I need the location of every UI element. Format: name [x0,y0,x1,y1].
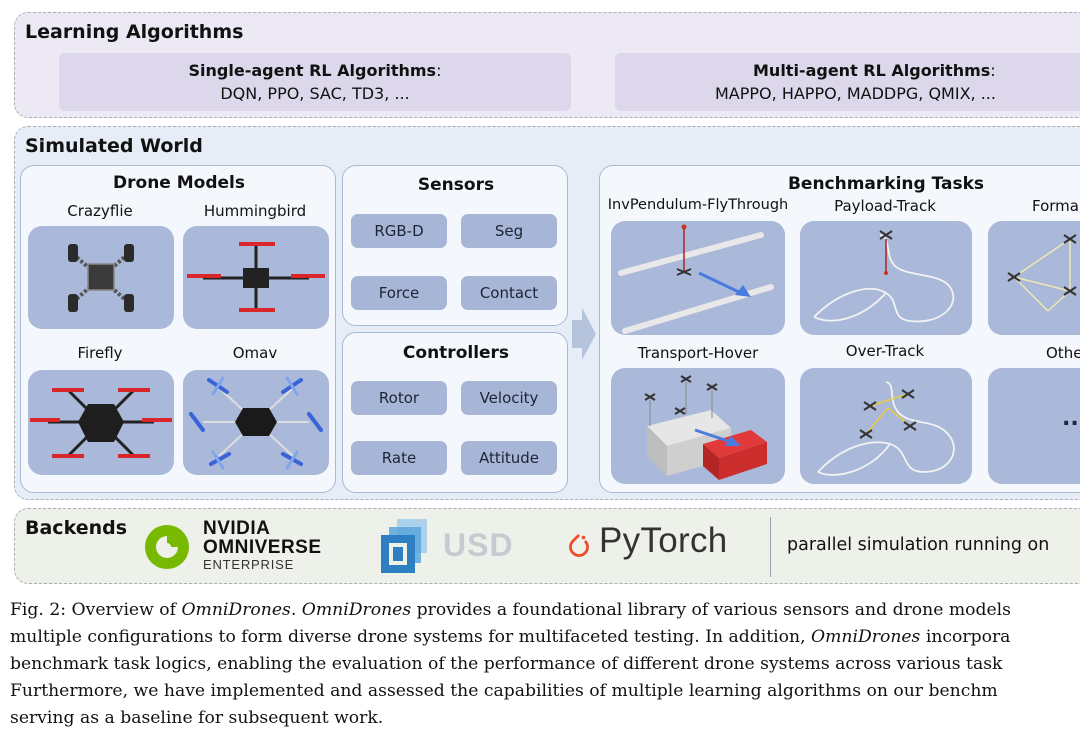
pytorch-text: PyTorch [599,521,728,560]
drone-label-omav: Omav [232,344,278,362]
caption-line-4: Furthermore, we have implemented and ass… [10,681,998,701]
task-label-forma: Forma [1032,197,1079,215]
benchmarking-tasks-panel: Benchmarking Tasks InvPendulum-FlyThroug… [599,165,1080,493]
nvidia-line1: NVIDIA [203,518,271,539]
backends-title: Backends [25,517,128,539]
invpendulum-flythrough-image [611,221,785,335]
controller-attitude: Attitude [461,441,557,475]
learning-algorithms-section: Learning Algorithms Single-agent RL Algo… [14,12,1080,118]
sensors-panel: Sensors RGB-D Seg Force Contact [342,165,568,326]
drone-models-panel: Drone Models Crazyflie Hummingbird Firef… [20,165,336,493]
nvidia-line3: ENTERPRISE [203,557,295,572]
controllers-title: Controllers [402,343,510,363]
task-label-over-track: Over-Track [845,342,925,360]
caption-line-2: multiple configurations to form diverse … [10,627,1011,647]
single-agent-title: Single-agent RL Algorithms [188,61,437,80]
others-image: ... [988,368,1080,484]
figure-caption: Fig. 2: Overview of OmniDrones. OmniDron… [10,597,1011,732]
sensor-force: Force [351,276,447,310]
caption-line-3: benchmark task logics, enabling the eval… [10,654,1003,674]
crazyflie-image [28,226,174,329]
drone-label-crazyflie: Crazyflie [67,202,133,220]
drone-label-firefly: Firefly [77,344,123,362]
omav-image [183,370,329,475]
parallel-simulation-text: parallel simulation running on [787,535,1050,555]
task-label-invpendulum: InvPendulum-FlyThrough [607,197,789,213]
hummingbird-image [183,226,329,329]
drone-models-title: Drone Models [113,173,245,193]
flow-arrow [572,308,596,360]
task-label-payload-track: Payload-Track [834,197,936,215]
backends-divider [770,517,771,577]
single-agent-box: Single-agent RL Algorithms: DQN, PPO, SA… [59,53,571,111]
pytorch-logo-icon [569,534,589,557]
caption-line-5: serving as a baseline for subsequent wor… [10,708,384,728]
learning-algorithms-title: Learning Algorithms [25,21,244,43]
benchmarking-tasks-title: Benchmarking Tasks [787,174,985,194]
task-label-others: Othe [1046,344,1080,362]
firefly-image [28,370,174,475]
single-agent-list: DQN, PPO, SAC, TD3, ... [220,84,410,103]
nvidia-line2: OMNIVERSE [203,537,322,558]
controller-rate: Rate [351,441,447,475]
usd-text: USD [443,527,514,563]
controllers-panel: Controllers Rotor Velocity Rate Attitude [342,332,568,493]
formation-image [988,221,1080,335]
simulated-world-title: Simulated World [25,135,203,157]
backends-section: Backends NVIDIA OMNIVERSE ENTERPRISE USD… [14,508,1080,584]
drone-label-hummingbird: Hummingbird [203,202,307,220]
over-track-image [800,368,972,484]
multi-agent-title: Multi-agent RL Algorithms [753,61,991,80]
others-ellipsis: ... [1062,406,1080,431]
multi-agent-list: MAPPO, HAPPO, MADDPG, QMIX, ... [715,84,996,103]
transport-hover-image [611,368,785,484]
nvidia-omniverse-logo-icon [145,525,189,569]
caption-line-1: Fig. 2: Overview of OmniDrones. OmniDron… [10,600,1011,620]
multi-agent-box: Multi-agent RL Algorithms: MAPPO, HAPPO,… [615,53,1080,111]
sensors-title: Sensors [417,175,495,195]
payload-track-image [800,221,972,335]
usd-logo-icon [381,519,427,573]
sensor-contact: Contact [461,276,557,310]
sensor-rgbd: RGB-D [351,214,447,248]
controller-velocity: Velocity [461,381,557,415]
task-label-transport-hover: Transport-Hover [637,344,759,362]
sensor-seg: Seg [461,214,557,248]
controller-rotor: Rotor [351,381,447,415]
